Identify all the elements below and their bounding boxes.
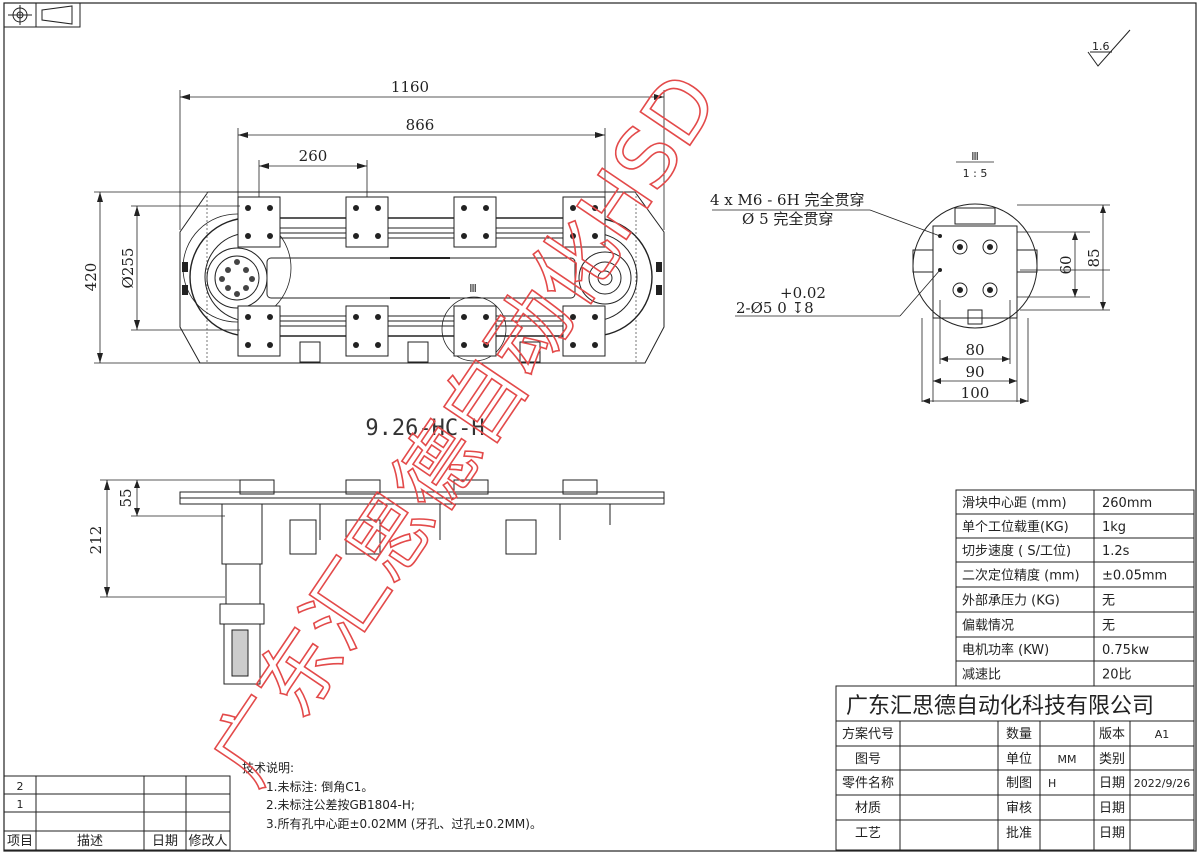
slider-blocks	[237, 196, 606, 357]
model-label: 9.26-HC-H	[365, 416, 484, 441]
dim-100: 100	[961, 384, 990, 402]
svg-text:版本: 版本	[1099, 727, 1125, 742]
detail-marker: Ⅲ	[469, 282, 477, 295]
svg-text:图号: 图号	[855, 752, 881, 767]
callout-through-holes: Ø 5 完全贯穿	[742, 210, 833, 228]
dim-85: 85	[1085, 248, 1103, 267]
callout-threaded-holes: 4 x M6 - 6H 完全贯穿	[710, 191, 864, 209]
sheet-border	[3, 2, 1197, 852]
svg-text:项目: 项目	[7, 834, 33, 849]
spec-value: 260mm	[1102, 496, 1152, 511]
detail-title: Ⅲ	[971, 150, 979, 163]
revision-table-grid	[3, 775, 231, 851]
svg-text:批准: 批准	[1006, 826, 1032, 841]
svg-text:审核: 审核	[1006, 801, 1032, 816]
note-2: 2.未标注公差按GB1804-H;	[266, 797, 415, 812]
roughness-value: 1.6	[1092, 40, 1110, 53]
svg-text:A1: A1	[1155, 728, 1170, 741]
spec-value: 0.75kw	[1102, 643, 1149, 658]
dim-90: 90	[965, 363, 984, 381]
svg-text:材质: 材质	[855, 801, 881, 816]
svg-text:修改人: 修改人	[188, 834, 227, 849]
svg-text:MM: MM	[1058, 753, 1077, 766]
svg-text:工艺: 工艺	[855, 826, 881, 841]
detail-arrows	[922, 205, 1106, 404]
detail-view	[912, 203, 1038, 329]
dim-55: 55	[117, 488, 135, 507]
svg-text:制图: 制图	[1006, 776, 1032, 791]
svg-text:1: 1	[17, 798, 24, 811]
spec-value: ±0.05mm	[1102, 569, 1167, 584]
revision-table: 2 1 项目 描述 日期 修改人	[7, 780, 228, 849]
notes-title: 技术说明:	[242, 760, 294, 775]
top-view-dimensions	[94, 90, 665, 364]
svg-text:描述: 描述	[77, 834, 103, 849]
spec-table: 滑块中心距 (mm) 260mm 单个工位载重(KG) 1kg 切步速度 ( S/工位)…	[962, 496, 1167, 683]
spec-label: 切步速度 ( S/工位)	[962, 543, 1071, 559]
svg-text:零件名称: 零件名称	[842, 775, 894, 791]
dim-diameter-255: Ø255	[119, 248, 137, 289]
company-name: 广东汇思德自动化科技有限公司	[846, 694, 1154, 719]
svg-text:数量: 数量	[1006, 727, 1032, 742]
spec-value: 1kg	[1102, 520, 1126, 535]
note-3: 3.所有孔中心距±0.02MM (牙孔、过孔±0.2MM)。	[266, 816, 542, 831]
technical-notes: 技术说明: 1.未标注: 倒角C1。 2.未标注公差按GB1804-H; 3.所…	[242, 760, 542, 831]
watermark: 广东汇思德自动化HSD	[193, 58, 737, 802]
spec-label: 减速比	[962, 668, 1001, 683]
detail-scale: 1 : 5	[963, 167, 988, 180]
spec-value: 1.2s	[1102, 544, 1130, 559]
spec-label: 电机功率 (KW)	[962, 642, 1049, 658]
spec-table-grid	[955, 489, 1195, 687]
svg-text:H: H	[1048, 777, 1056, 790]
sprocket-holes	[219, 259, 255, 297]
side-view-arrows	[104, 480, 140, 597]
dim-260: 260	[299, 147, 328, 165]
spec-value: 无	[1102, 594, 1115, 609]
roughness-symbol	[1087, 29, 1131, 67]
spec-label: 滑块中心距 (mm)	[962, 496, 1067, 511]
svg-text:2: 2	[17, 780, 24, 793]
svg-text:类别: 类别	[1099, 752, 1125, 767]
dim-212: 212	[87, 526, 105, 555]
top-view	[179, 191, 665, 364]
slider-block-holes	[245, 205, 598, 348]
callout-pin-tolerance: +0.02	[780, 284, 826, 302]
spec-label: 二次定位精度 (mm)	[962, 568, 1080, 584]
side-view-dimensions	[100, 479, 240, 598]
dim-866: 866	[406, 116, 435, 134]
callout-pin-holes: 2-Ø5 0 ↧8	[736, 299, 814, 317]
side-view	[179, 479, 665, 685]
edge-holes	[182, 262, 662, 295]
title-block-cells: 方案代号 数量 版本 A1 图号 单位 MM 类别 零件名称 制图 H 日期 2…	[842, 726, 1190, 841]
detail-leaders	[712, 204, 1110, 402]
spec-label: 外部承压力 (KG)	[962, 594, 1060, 609]
dim-60: 60	[1057, 255, 1075, 274]
svg-text:2022/9/26: 2022/9/26	[1134, 777, 1190, 790]
svg-text:日期: 日期	[1099, 776, 1125, 791]
svg-text:日期: 日期	[1099, 801, 1125, 816]
note-1: 1.未标注: 倒角C1。	[266, 779, 373, 794]
title-block-grid	[835, 685, 1195, 851]
spec-value: 无	[1102, 619, 1115, 634]
svg-text:单位: 单位	[1006, 752, 1032, 767]
detail-holes	[938, 234, 993, 293]
dim-420: 420	[82, 263, 100, 292]
spec-value: 20比	[1102, 668, 1132, 683]
spec-label: 单个工位载重(KG)	[962, 519, 1069, 535]
dim-80: 80	[965, 341, 984, 359]
projection-symbol	[3, 2, 81, 28]
spec-label: 偏载情况	[962, 619, 1014, 634]
dim-1160: 1160	[391, 78, 429, 96]
svg-text:日期: 日期	[152, 834, 178, 849]
top-view-arrows	[97, 94, 664, 363]
svg-text:日期: 日期	[1099, 826, 1125, 841]
svg-text:方案代号: 方案代号	[842, 726, 894, 742]
